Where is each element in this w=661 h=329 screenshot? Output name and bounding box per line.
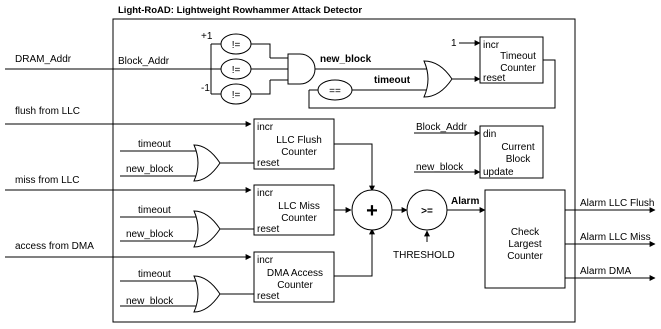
detector-boundary <box>112 18 576 323</box>
diagram-title: Light-RoAD: Lightweight Rowhammer Attack… <box>118 5 362 16</box>
check-largest-title-3: Counter <box>507 251 543 262</box>
timeout-counter-title-2: Counter <box>500 63 536 74</box>
dma-reset-port: reset <box>257 291 279 302</box>
dma-or-gate <box>193 275 221 313</box>
alarm-llc-miss-label: Alarm LLC Miss <box>580 232 651 243</box>
llc-miss-incr-port: incr <box>257 188 274 199</box>
flush-to-adder <box>334 143 375 192</box>
plus-one-label: +1 <box>201 31 213 42</box>
timeout-counter-title-1: Timeout <box>500 51 536 62</box>
neq-comparator-2-label: != <box>232 65 241 76</box>
current-block-addr-label: Block_Addr <box>416 122 468 133</box>
timeout-counter-block <box>479 36 544 84</box>
dma-to-adder <box>334 228 375 277</box>
llc-flush-incr-port: incr <box>257 122 274 133</box>
dma-title-2: Counter <box>277 280 313 291</box>
new-block-label: new_block <box>320 54 372 65</box>
llc-flush-reset-port: reset <box>257 158 279 169</box>
dma-title-1: DMA Access <box>267 268 323 279</box>
input-miss-label: miss from LLC <box>15 175 79 186</box>
dma-access-counter-block <box>253 251 335 303</box>
minus-one-label: -1 <box>201 83 210 94</box>
and-gate <box>287 53 316 85</box>
block-addr-label: Block_Addr <box>118 56 170 67</box>
llc-flush-title-2: Counter <box>281 147 317 158</box>
eq-comparator-label: == <box>329 86 341 97</box>
llc-miss-title-1: LLC Miss <box>278 201 320 212</box>
input-flush-label: flush from LLC <box>15 106 80 117</box>
input-access-label: access from DMA <box>15 241 94 252</box>
llc-flush-title-1: LLC Flush <box>276 135 322 146</box>
timeout-counter-incr-port: incr <box>483 40 500 51</box>
llc-miss-reset-port: reset <box>257 224 279 235</box>
miss-or-new-block-label: new_block <box>126 229 174 240</box>
flush-or-new-block-label: new_block <box>126 164 174 175</box>
timeout-feedback-wire <box>308 59 556 109</box>
flush-or-gate <box>193 144 221 182</box>
miss-or-timeout-label: timeout <box>138 205 171 216</box>
dma-or-timeout-label: timeout <box>138 269 171 280</box>
adder-symbol: + <box>366 200 378 222</box>
one-constant-label: 1 <box>451 38 457 49</box>
check-largest-title-2: Largest <box>508 239 542 250</box>
current-block-new-block-label: new_block <box>416 162 464 173</box>
llc-flush-counter-block <box>253 118 335 170</box>
check-largest-title-1: Check <box>511 227 540 238</box>
current-block-din-port: din <box>483 129 496 140</box>
dma-or-new-block-label: new_block <box>126 296 174 307</box>
threshold-label: THRESHOLD <box>393 250 455 261</box>
current-block <box>479 125 544 179</box>
neq-comparator-1-label: != <box>232 40 241 51</box>
alarm-llc-flush-label: Alarm LLC Flush <box>580 198 654 209</box>
alarm-label: Alarm <box>451 196 479 207</box>
neq-comparator-3-label: != <box>232 90 241 101</box>
miss-or-gate <box>193 210 221 248</box>
timeout-or-gate <box>423 60 453 98</box>
timeout-counter-reset-port: reset <box>483 73 505 84</box>
check-largest-counter-block <box>484 189 566 289</box>
current-block-title-2: Block <box>506 154 531 165</box>
threshold-comparator-symbol: >= <box>421 206 433 217</box>
current-block-title-1: Current <box>501 142 535 153</box>
alarm-dma-label: Alarm DMA <box>580 266 631 277</box>
flush-or-timeout-label: timeout <box>138 139 171 150</box>
timeout-label: timeout <box>374 75 411 86</box>
llc-miss-title-2: Counter <box>281 213 317 224</box>
dma-incr-port: incr <box>257 255 274 266</box>
current-block-update-port: update <box>483 167 514 178</box>
input-dram-addr-label: DRAM_Addr <box>15 54 72 65</box>
